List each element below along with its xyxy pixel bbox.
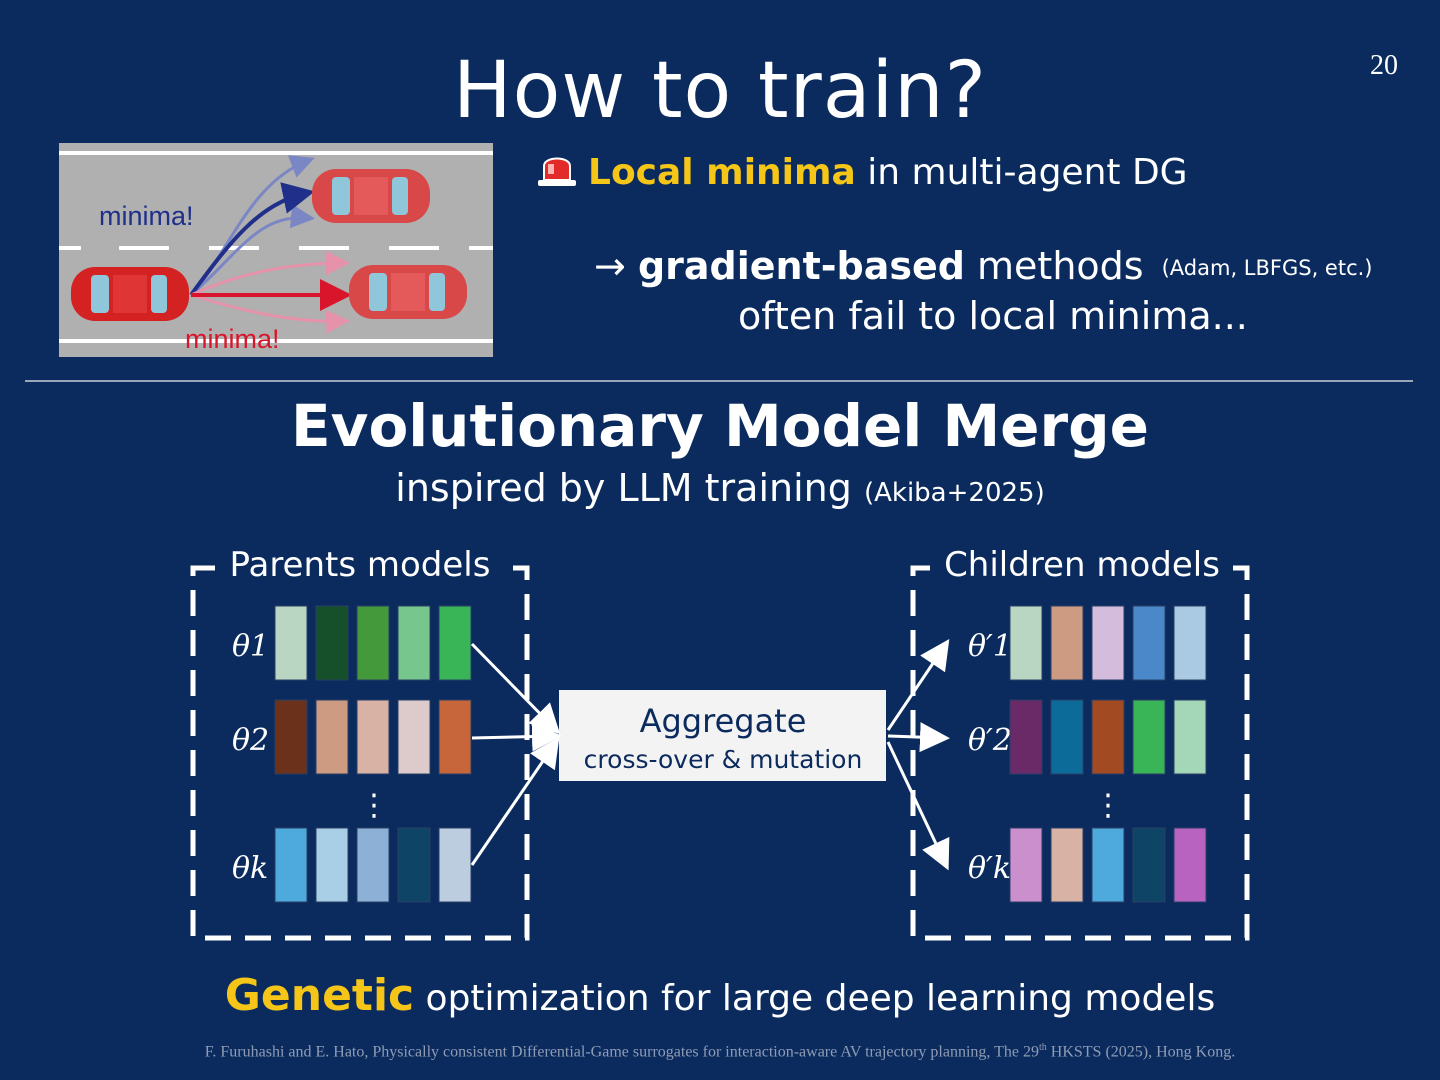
parent-row1-bar1 bbox=[274, 605, 308, 681]
arrow-in-1 bbox=[470, 642, 561, 735]
child-row2-bar2 bbox=[1050, 699, 1084, 775]
parent-row3-bar3 bbox=[356, 827, 390, 903]
local-minima-line: Local minima in multi-agent DG bbox=[536, 152, 1188, 193]
citation-footer: F. Furuhashi and E. Hato, Physically con… bbox=[0, 1042, 1440, 1061]
theta-parent-k: θk bbox=[232, 851, 268, 886]
child-bars bbox=[1009, 605, 1207, 903]
bottom-statement: Genetic optimization for large deep lear… bbox=[0, 970, 1440, 1021]
local-minima-highlight: Local minima bbox=[588, 152, 856, 193]
parents-label: Parents models bbox=[230, 545, 491, 585]
section-subtitle: inspired by LLM training (Akiba+2025) bbox=[0, 466, 1440, 510]
parent-row3-bar1 bbox=[274, 827, 308, 903]
siren-icon bbox=[538, 157, 576, 186]
minima-label-bottom: minima! bbox=[185, 324, 280, 354]
slide-title: How to train? bbox=[452, 46, 987, 136]
child-row1-bar4 bbox=[1132, 605, 1166, 681]
parent-row1-bar5 bbox=[438, 605, 472, 681]
ellipsis-children: ⋮ bbox=[1093, 788, 1123, 823]
ellipsis-parents: ⋮ bbox=[359, 788, 389, 823]
child-row3-bar4 bbox=[1132, 827, 1166, 903]
children-label: Children models bbox=[944, 545, 1220, 585]
child-row3-bar1 bbox=[1009, 827, 1043, 903]
arrow-out-k bbox=[886, 741, 950, 871]
fail-line: often fail to local minima... bbox=[738, 294, 1248, 338]
child-row2-bar5 bbox=[1173, 699, 1207, 775]
footer-text-pre: F. Furuhashi and E. Hato, Physically con… bbox=[204, 1043, 1039, 1061]
arrow-in-2 bbox=[471, 721, 562, 752]
section-title: Evolutionary Model Merge bbox=[291, 392, 1149, 460]
subtitle-text: inspired by LLM training bbox=[395, 466, 852, 510]
parent-row3-bar2 bbox=[315, 827, 349, 903]
local-minima-rest: in multi-agent DG bbox=[855, 152, 1188, 193]
parent-row3-bar4 bbox=[397, 827, 431, 903]
theta-child-1: θ′1 bbox=[968, 629, 1012, 664]
parent-row2-bar5 bbox=[438, 699, 472, 775]
genetic-highlight: Genetic bbox=[224, 970, 415, 1021]
parent-row2-bar4 bbox=[397, 699, 431, 775]
road-edge-top bbox=[59, 151, 493, 155]
page-number: 20 bbox=[1370, 50, 1398, 81]
footer-text-post: HKSTS (2025), Hong Kong. bbox=[1046, 1043, 1236, 1061]
child-row1-bar1 bbox=[1009, 605, 1043, 681]
road-minima-figure: minima! minima! bbox=[59, 143, 493, 357]
minima-label-top: minima! bbox=[99, 201, 194, 231]
aggregate-subtitle: cross-over & mutation bbox=[584, 745, 863, 774]
theta-parent-2: θ2 bbox=[232, 723, 269, 758]
methods-text: methods bbox=[964, 244, 1144, 288]
child-row3-bar5 bbox=[1173, 827, 1207, 903]
child-row3-bar3 bbox=[1091, 827, 1125, 903]
lane-dashes bbox=[59, 246, 493, 250]
parent-row1-bar4 bbox=[397, 605, 431, 681]
parent-row2-bar1 bbox=[274, 699, 308, 775]
aggregate-title: Aggregate bbox=[640, 702, 807, 740]
theta-parent-1: θ1 bbox=[232, 629, 269, 664]
lower-car bbox=[349, 265, 467, 319]
arrow-symbol: → bbox=[594, 244, 626, 288]
arrow-in-k bbox=[470, 737, 560, 866]
gradient-line: → gradient-based methods (Adam, LBFGS, et… bbox=[594, 244, 1373, 288]
arrow-out-1 bbox=[886, 639, 950, 731]
parent-row1-bar3 bbox=[356, 605, 390, 681]
child-row1-bar5 bbox=[1173, 605, 1207, 681]
footer-superscript: th bbox=[1038, 1042, 1047, 1053]
child-row2-bar4 bbox=[1132, 699, 1166, 775]
arrow-out-2 bbox=[887, 722, 950, 753]
parent-bars bbox=[274, 605, 472, 903]
gradient-based-text: gradient-based bbox=[637, 244, 965, 288]
theta-child-k: θ′k bbox=[968, 851, 1011, 886]
aggregate-box bbox=[559, 690, 886, 781]
bottom-rest: optimization for large deep learning mod… bbox=[414, 978, 1216, 1019]
ego-car bbox=[71, 267, 189, 321]
child-row2-bar3 bbox=[1091, 699, 1125, 775]
parent-row1-bar2 bbox=[315, 605, 349, 681]
child-row2-bar1 bbox=[1009, 699, 1043, 775]
road-edge-bottom bbox=[59, 339, 493, 343]
parent-row3-bar5 bbox=[438, 827, 472, 903]
child-row3-bar2 bbox=[1050, 827, 1084, 903]
upper-car bbox=[312, 169, 430, 223]
reference-text: (Akiba+2025) bbox=[863, 478, 1045, 508]
divider bbox=[25, 380, 1413, 382]
child-row1-bar3 bbox=[1091, 605, 1125, 681]
parent-row2-bar2 bbox=[315, 699, 349, 775]
optimizer-examples: (Adam, LBFGS, etc.) bbox=[1161, 256, 1373, 280]
theta-child-2: θ′2 bbox=[968, 723, 1012, 758]
child-row1-bar2 bbox=[1050, 605, 1084, 681]
parent-row2-bar3 bbox=[356, 699, 390, 775]
model-merge-diagram: Parents models Children models θ1 θ2 θk … bbox=[190, 544, 1250, 941]
